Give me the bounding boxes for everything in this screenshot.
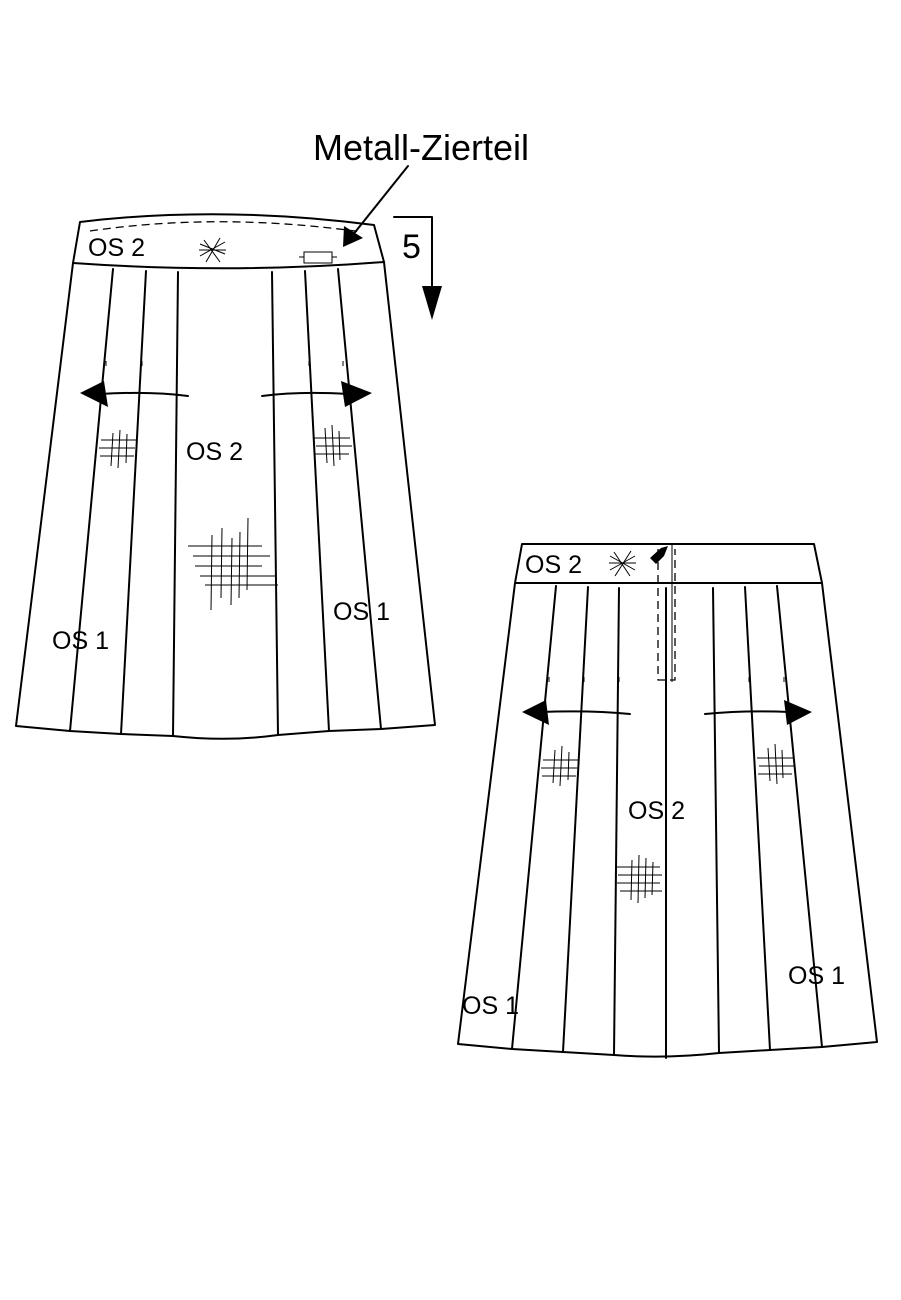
fabric-symbol-icon	[199, 237, 226, 263]
back-left-panel-label: OS 1	[462, 992, 519, 1020]
front-skirt	[15, 213, 436, 740]
plaid-symbol-icon	[314, 424, 352, 467]
back-center-panel-label: OS 2	[628, 797, 685, 825]
front-waistband-label: OS 2	[88, 234, 145, 262]
front-pleat-arrow-left	[80, 381, 189, 407]
plaid-symbol-icon	[541, 745, 579, 787]
back-right-panel-label: OS 1	[788, 962, 845, 990]
plaid-symbol-icon	[757, 743, 795, 785]
back-pleat-arrow-left	[522, 700, 631, 725]
fabric-symbol-icon	[609, 550, 636, 577]
ornament-callout-label: Metall-Zierteil	[313, 127, 529, 168]
measurement-arrow	[393, 216, 442, 320]
plaid-symbol-icon	[188, 517, 278, 611]
metal-ornament-icon	[299, 251, 337, 264]
back-pleat-arrow-right	[704, 700, 812, 725]
front-waistband-topstitch	[89, 221, 363, 233]
plaid-symbol-icon	[616, 854, 662, 904]
front-center-panel-label: OS 2	[186, 438, 243, 466]
front-skirt-outline	[15, 261, 436, 740]
front-right-panel-label: OS 1	[333, 598, 390, 626]
front-left-panel-label: OS 1	[52, 627, 109, 655]
zipper-pull-icon	[650, 546, 668, 564]
zipper-stitching	[657, 549, 676, 681]
callout-arrow	[343, 165, 409, 247]
back-skirt	[457, 543, 878, 1059]
front-pleat-arrow-right	[261, 381, 372, 407]
plaid-symbol-icon	[99, 429, 137, 469]
measurement-label: 5	[402, 228, 421, 266]
back-waistband-label: OS 2	[525, 551, 582, 579]
